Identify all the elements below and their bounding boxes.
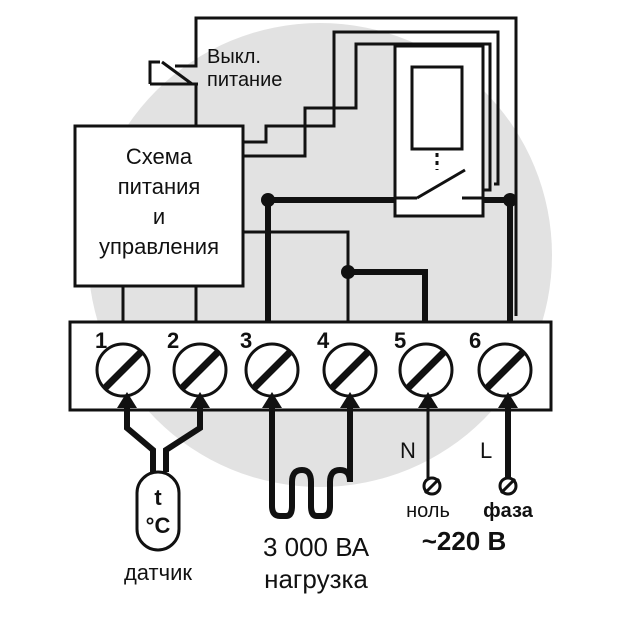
control-wire-2 — [243, 42, 492, 192]
terminal-2: 2 — [167, 328, 228, 398]
control-box-line4: управления — [99, 234, 219, 259]
junction-dot — [503, 193, 517, 207]
control-box-line1: Схема — [126, 144, 193, 169]
control-box-line3: и — [153, 204, 165, 229]
terminal-6: 6 — [469, 328, 533, 398]
neutral-letter: N — [400, 438, 416, 463]
control-box-line2: питания — [118, 174, 201, 199]
terminal-number: 6 — [469, 328, 481, 353]
control-wire-1 — [243, 30, 500, 186]
junction-dot — [261, 193, 275, 207]
control-box — [73, 124, 245, 288]
terminal-5: 5 — [394, 328, 454, 398]
sensor-wires — [117, 392, 210, 472]
neutral-caption: ноль — [406, 500, 450, 522]
sensor-symbol-t: t — [154, 485, 162, 510]
load-heater — [262, 392, 360, 519]
switch-label-line1: Выкл. — [207, 46, 261, 68]
wire-box-t4 — [243, 230, 350, 322]
sensor-body — [135, 470, 181, 552]
phase-letter: L — [480, 438, 492, 463]
junction-dot — [341, 265, 355, 279]
terminal-number: 3 — [240, 328, 252, 353]
phase-input — [498, 392, 518, 496]
mains-voltage: ~220 В — [422, 526, 507, 556]
terminal-number: 1 — [95, 328, 107, 353]
power-switch — [148, 16, 518, 316]
terminal-3: 3 — [240, 328, 300, 398]
terminal-number: 5 — [394, 328, 406, 353]
relay — [393, 44, 485, 218]
terminal-number: 2 — [167, 328, 179, 353]
bus-terminal4-terminal5 — [348, 269, 428, 322]
terminal-number: 4 — [317, 328, 330, 353]
load-caption: нагрузка — [264, 564, 368, 594]
terminal-1: 1 — [95, 328, 151, 398]
phase-caption: фаза — [483, 500, 534, 522]
load-power: 3 000 ВА — [263, 532, 370, 562]
switch-label-line2: питание — [207, 69, 282, 91]
sensor-symbol-c: °C — [146, 513, 171, 538]
terminal-4: 4 — [317, 328, 378, 398]
neutral-input — [418, 392, 442, 496]
sensor-caption: датчик — [124, 560, 192, 585]
